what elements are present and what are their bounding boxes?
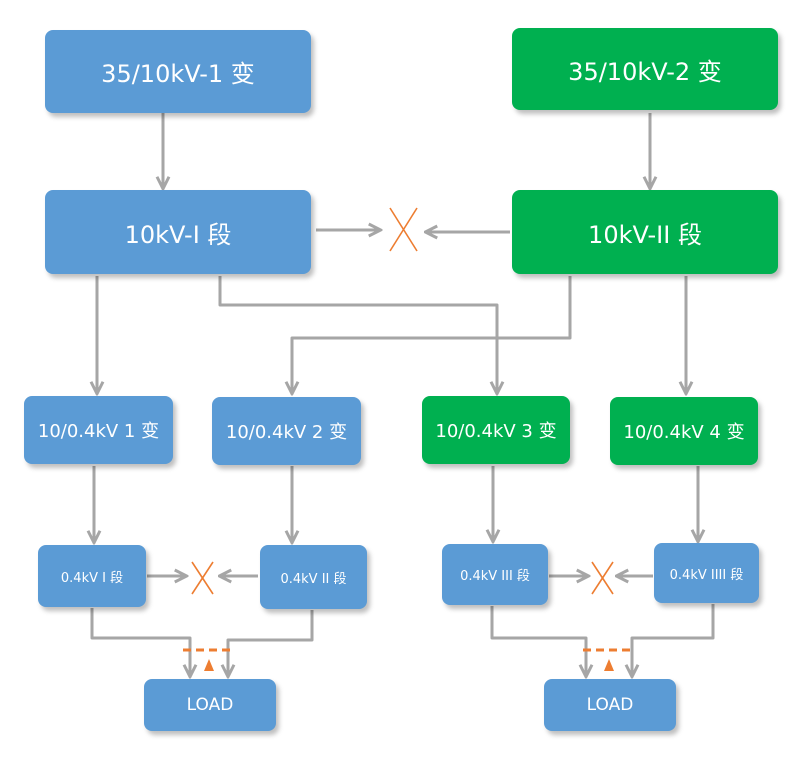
- box-label: 10/0.4kV 1 变: [37, 421, 160, 442]
- box-label: 10/0.4kV 2 变: [225, 422, 348, 443]
- load-1[interactable]: LOAD: [144, 679, 276, 731]
- box-label: LOAD: [186, 695, 234, 715]
- connector-lv2-load1: [228, 610, 314, 676]
- triangle-icon: [204, 659, 214, 671]
- transformer-35kv-2[interactable]: 35/10kV-2 变: [512, 28, 778, 110]
- bus-04kv-1[interactable]: 0.4kV I 段: [38, 545, 146, 607]
- box-label: 0.4kV IIII 段: [669, 567, 744, 583]
- box-label: 0.4kV II 段: [280, 571, 347, 587]
- connector-lv4-load2: [632, 604, 715, 676]
- bus-10kv-2[interactable]: 10kV-II 段: [512, 190, 778, 274]
- transformer-10kv-2[interactable]: 10/0.4kV 2 变: [212, 397, 361, 465]
- box-label: 10/0.4kV 3 变: [435, 421, 557, 442]
- box-label: LOAD: [586, 695, 634, 715]
- connector-lv3-load2: [490, 606, 586, 676]
- box-label: 10kV-I 段: [124, 220, 232, 249]
- box-label: 35/10kV-1 变: [101, 60, 255, 88]
- box-label: 0.4kV III 段: [460, 569, 530, 584]
- transformer-10kv-4[interactable]: 10/0.4kV 4 变: [610, 397, 758, 465]
- bus-04kv-4[interactable]: 0.4kV IIII 段: [654, 543, 759, 603]
- connector-bus1-tr3: [218, 276, 497, 393]
- cross-icon: [591, 561, 614, 595]
- cross-icon: [389, 207, 418, 252]
- transformer-10kv-3[interactable]: 10/0.4kV 3 变: [422, 396, 570, 464]
- box-label: 10/0.4kV 4 变: [623, 422, 745, 443]
- transformer-10kv-1[interactable]: 10/0.4kV 1 变: [24, 396, 173, 464]
- box-label: 0.4kV I 段: [60, 570, 124, 586]
- load-2[interactable]: LOAD: [544, 679, 676, 731]
- bus-04kv-3[interactable]: 0.4kV III 段: [442, 544, 548, 605]
- cross-icon: [191, 561, 214, 595]
- box-label: 10kV-II 段: [588, 220, 702, 249]
- box-label: 35/10kV-2 变: [568, 57, 722, 86]
- connector-lv1-load1: [90, 608, 190, 676]
- bus-10kv-1[interactable]: 10kV-I 段: [45, 190, 311, 274]
- transformer-35kv-1[interactable]: 35/10kV-1 变: [45, 30, 311, 113]
- connector-bus2-tr2: [292, 276, 572, 393]
- bus-04kv-2[interactable]: 0.4kV II 段: [260, 545, 367, 609]
- triangle-icon: [604, 659, 614, 671]
